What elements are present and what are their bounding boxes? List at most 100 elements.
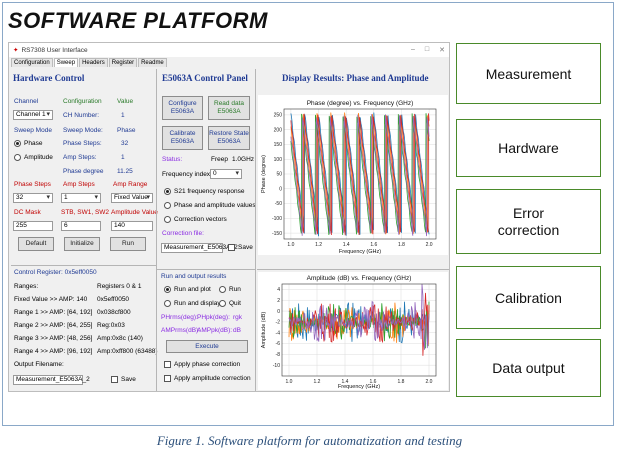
amp-steps-value: 1 (121, 154, 125, 161)
run-radio-dot (219, 286, 226, 293)
run-plot-radio[interactable]: Run and plot (164, 286, 211, 293)
y-tick-label: -100 (272, 216, 282, 222)
phase-steps-header: Phase Steps (14, 181, 51, 188)
chart-title: Phase (degree) vs. Frequency (GHz) (307, 100, 414, 107)
x-tick-label: 1.6 (370, 242, 377, 248)
y-tick-label: -8 (276, 352, 281, 358)
x-tick-label: 1.2 (315, 242, 322, 248)
restore-state-e5063a-button[interactable]: Restore State E5063A (208, 126, 250, 150)
dc-mask-input[interactable]: 255 (13, 221, 53, 231)
hardware-button[interactable]: Hardware (456, 119, 601, 177)
channel-label: Channel (14, 98, 39, 105)
run-display-radio-dot (164, 300, 171, 307)
y-tick-label: 150 (274, 142, 283, 148)
range-row-4: Range 4 >> AMP: [96, 192] (14, 348, 93, 355)
y-tick-label: -6 (276, 341, 281, 347)
channel-select[interactable]: Channel 1 (13, 110, 53, 120)
phase-radio[interactable]: Phase (14, 140, 42, 147)
reg-row-4: Amp:0xff800 (63488) (97, 348, 158, 355)
run-label: Run (229, 286, 241, 294)
reg-row-3: Amp:0x8c (140) (97, 335, 143, 342)
run-button[interactable]: Run (110, 237, 146, 251)
apply-phase-checkbox[interactable]: Apply phase correction (164, 361, 240, 368)
range-row-3: Range 3 >> AMP: [48, 256] (14, 335, 93, 342)
correction-save-checkbox[interactable]: Save (228, 244, 253, 251)
phase-option-label: Phase (24, 140, 43, 148)
quit-label: Quit (229, 300, 241, 308)
calibration-button[interactable]: Calibration (456, 266, 601, 329)
correction-vectors-radio[interactable]: Correction vectors (164, 216, 227, 223)
status-label: Status: (162, 156, 183, 163)
tab-readme[interactable]: Readme (138, 58, 167, 67)
read-data-e5063a-button[interactable]: Read data E5063A (208, 96, 250, 120)
stb-header: STB, SW1, SW2 (61, 209, 110, 216)
reg-row-2: Reg:0x03 (97, 322, 125, 329)
s21-label: S21 frequency response (174, 188, 245, 196)
ch-number-value: 1 (121, 112, 125, 119)
output-save-box (111, 376, 118, 383)
series-line (290, 112, 430, 237)
default-button[interactable]: Default (18, 237, 54, 251)
tab-sweep[interactable]: Sweep (53, 58, 79, 67)
sweep-mode-label: Sweep Mode (14, 127, 52, 134)
amp-steps-select[interactable]: 1 (61, 193, 101, 203)
x-tick-label: 1.0 (286, 379, 293, 385)
range-row-0: Fixed Value >> AMP: 140 (14, 296, 88, 303)
series-line (288, 283, 430, 350)
x-tick-label: 1.4 (343, 242, 350, 248)
y-axis-label: Phase (degree) (261, 155, 267, 193)
phase-steps-select[interactable]: 32 (13, 193, 53, 203)
x-tick-label: 2.0 (426, 379, 433, 385)
execute-button[interactable]: Execute (166, 340, 248, 353)
x-tick-label: 1.2 (314, 379, 321, 385)
e5063a-header: E5063A Control Panel (162, 73, 248, 83)
run-display-radio[interactable]: Run and display (164, 300, 221, 307)
output-filename-input[interactable]: Measurement_E5063A_2 (13, 375, 90, 385)
tab-configuration[interactable]: Configuration (11, 58, 53, 67)
amp-range-header: Amp Range (113, 181, 148, 188)
frequency-index-select[interactable]: 0 (210, 169, 242, 179)
phase-amp-radio[interactable]: Phase and amplitude values (164, 202, 256, 209)
measurement-button[interactable]: Measurement (456, 43, 601, 104)
phase-amp-label: Phase and amplitude values (174, 202, 256, 210)
y-tick-label: 2 (277, 298, 280, 304)
run-display-label: Run and display (174, 300, 221, 308)
apply-amp-label: Apply amplitude correction (174, 375, 251, 383)
amplitude-radio[interactable]: Amplitude (14, 154, 53, 161)
run-radio[interactable]: Run (219, 286, 241, 293)
close-button[interactable]: ✕ (439, 47, 445, 54)
y-tick-label: -10 (273, 363, 280, 369)
amp-value-input[interactable]: 140 (111, 221, 153, 231)
maximize-button[interactable]: □ (424, 46, 430, 53)
configure-e5063a-button[interactable]: Configure E5063A (162, 96, 203, 120)
quit-radio[interactable]: Quit (219, 300, 241, 307)
minimize-button[interactable]: – (410, 46, 415, 53)
initialize-button[interactable]: Initialize (64, 237, 100, 251)
y-tick-label: -4 (276, 330, 281, 336)
dc-mask-header: DC Mask (14, 209, 41, 216)
amprms-label: AMPrms(dB): (161, 327, 200, 334)
phpk-label: PHpk(deg): (197, 314, 230, 321)
data-output-button[interactable]: Data output (456, 339, 601, 397)
output-save-label: Save (121, 376, 136, 384)
window-titlebar: ✦ RS7308 User Interface – □ ✕ (9, 43, 449, 57)
tab-register[interactable]: Register (108, 58, 138, 67)
y-tick-label: 4 (277, 287, 280, 293)
s21-radio[interactable]: S21 frequency response (164, 188, 244, 195)
phase-degree-label: Phase degree (63, 168, 104, 175)
stb-input[interactable]: 6 (61, 221, 101, 231)
error-correction-button[interactable]: Error correction (456, 189, 601, 254)
amp-range-select[interactable]: Fixed Value (111, 193, 153, 203)
hardware-control-header: Hardware Control (13, 73, 85, 83)
correction-file-input[interactable]: Measurement_E5063A_2 (161, 243, 238, 253)
apply-amp-checkbox[interactable]: Apply amplitude correction (164, 375, 251, 382)
calibrate-e5063a-button[interactable]: Calibrate E5063A (162, 126, 203, 150)
range-row-1: Range 1 >> AMP: [64, 192] (14, 309, 93, 316)
tab-bar: Configuration Sweep Headers Register Rea… (9, 57, 449, 67)
tab-headers[interactable]: Headers (79, 58, 108, 67)
reg-row-0: 0x5eff0050 (97, 296, 130, 303)
quit-radio-dot (219, 300, 226, 307)
output-save-checkbox[interactable]: Save (111, 376, 136, 383)
series-line (290, 113, 430, 236)
